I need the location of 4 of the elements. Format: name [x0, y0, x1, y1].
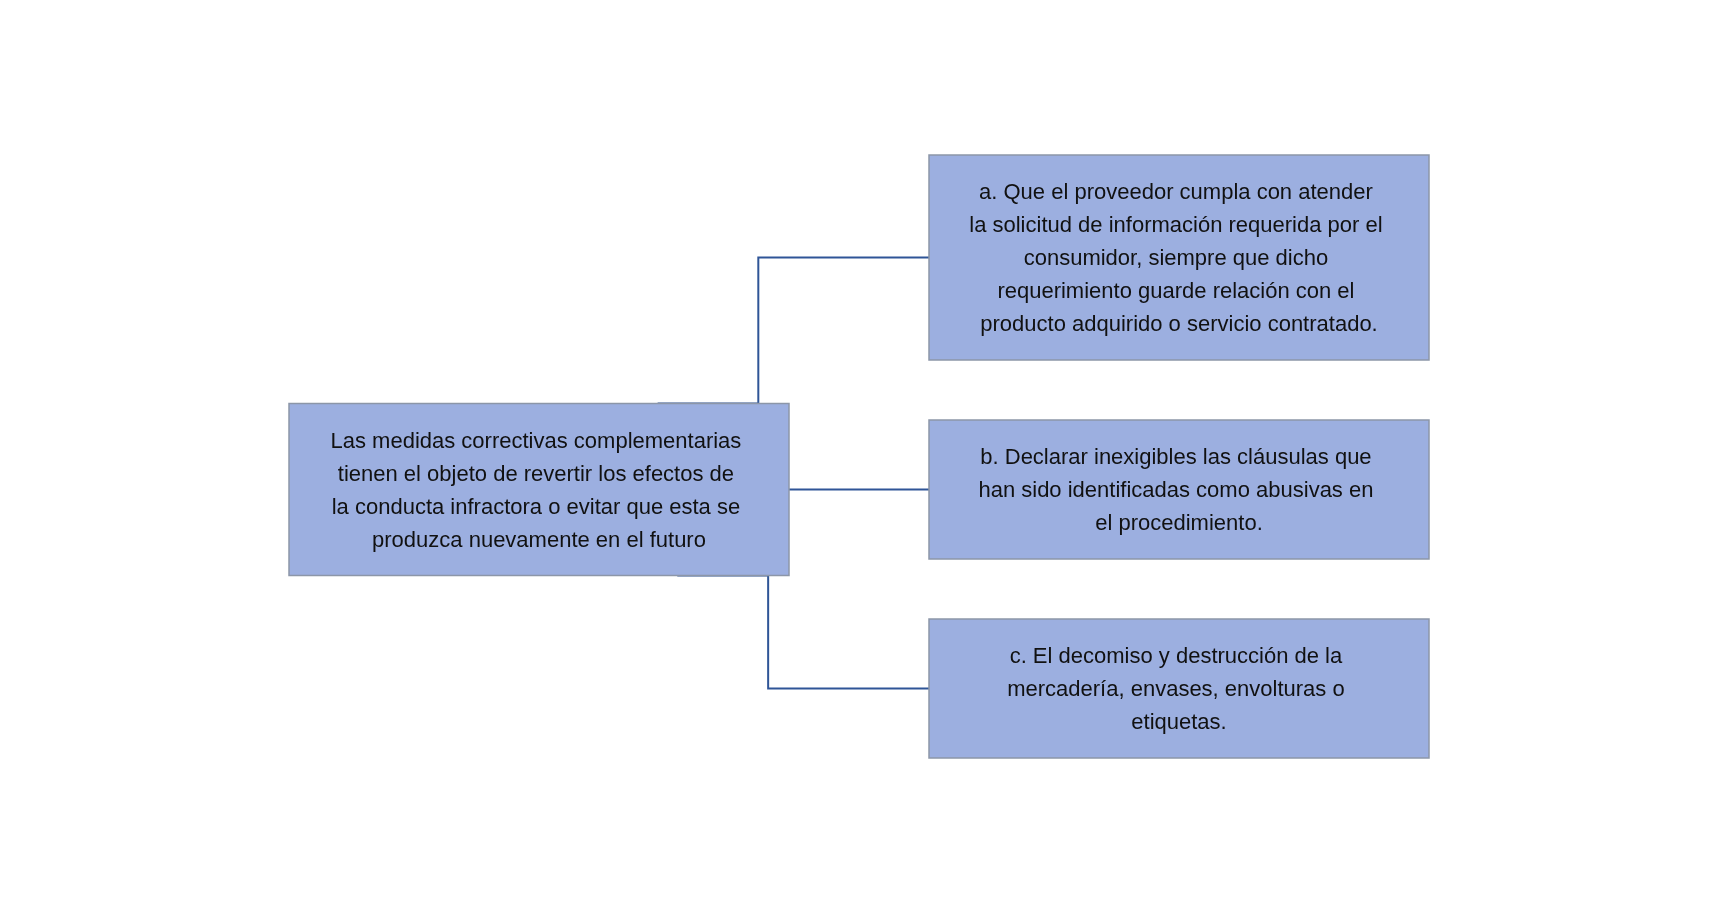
node-box: Las medidas correctivas complementarias tienen el objeto de revertir los efectos de la conducta infractora o evitar que esta se produzca nuevamente en el futuro — [288, 402, 790, 577]
node-box: c. El decomiso y destrucción de la mercadería, envases, envolturas o etiquetas. — [928, 618, 1430, 759]
node-box: a. Que el proveedor cumpla con atender la solicitud de información requerida por el consumidor, siempre que dicho requerimiento guarde relación con el producto adquirido o servicio contratado. — [928, 154, 1430, 361]
node-box: b. Declarar inexigibles las cláusulas que han sido identificadas como abusivas en el procedimiento. — [928, 419, 1430, 560]
